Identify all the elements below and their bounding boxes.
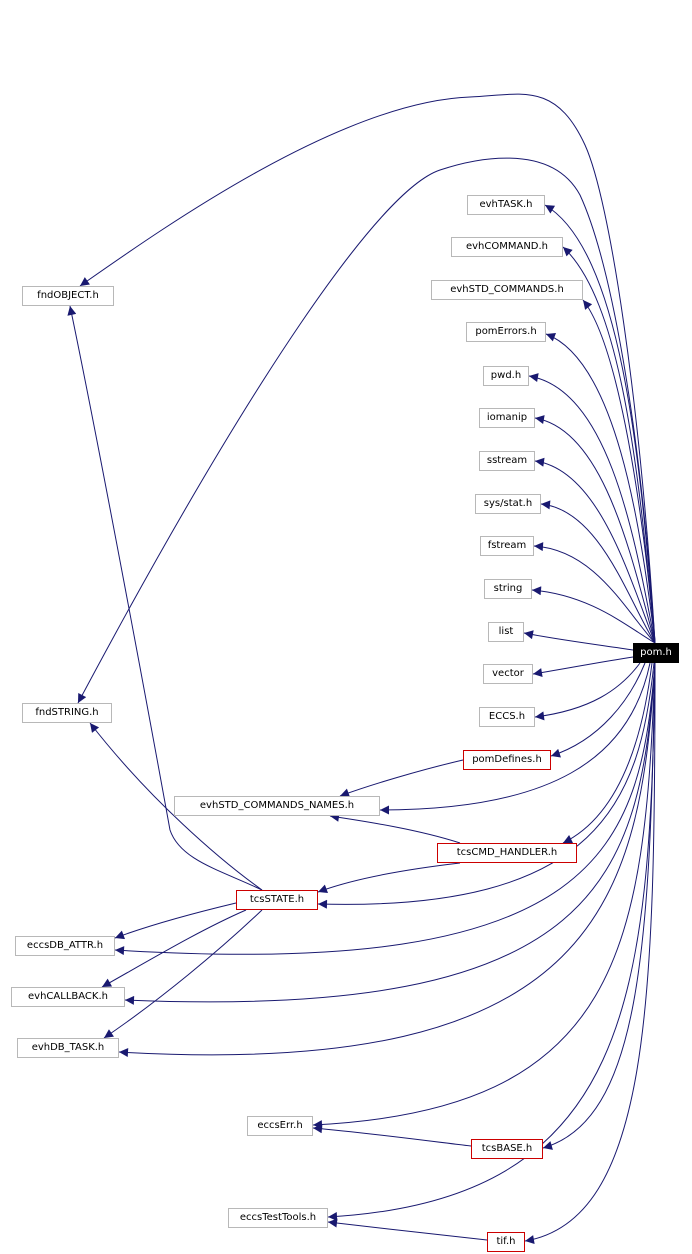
edge-pom-to-evhstd_commands_names: [379, 662, 651, 815]
edge-pom-to-pomerrors: [545, 332, 656, 644]
edge-pom-to-evhcallback: [124, 662, 656, 1005]
node-pomerrors-h[interactable]: pomErrors.h: [466, 322, 546, 342]
edge-tcsstate-to-fndstring: [89, 722, 263, 891]
node-pomdefines-h[interactable]: pomDefines.h: [463, 750, 551, 770]
edge-pom-to-evhcommand: [562, 246, 656, 644]
edge-pom-to-sysstat: [540, 500, 656, 644]
edge-pom-to-sstream: [534, 457, 656, 644]
node-list[interactable]: list: [488, 622, 524, 642]
edge-pom-to-eccsdb_attr: [114, 662, 656, 956]
node-evhstd-commands-names-h[interactable]: evhSTD_COMMANDS_NAMES.h: [174, 796, 380, 816]
node-vector[interactable]: vector: [483, 664, 533, 684]
edge-pom-to-fstream: [533, 542, 656, 644]
edge-pom-to-evhdb_task: [118, 662, 656, 1058]
edge-pom-to-pomdefines: [550, 662, 646, 758]
node-sys-stat-h[interactable]: sys/stat.h: [475, 494, 541, 514]
node-pom-h[interactable]: pom.h: [633, 643, 679, 663]
node-fstream[interactable]: fstream: [480, 536, 534, 556]
node-evhcommand-h[interactable]: evhCOMMAND.h: [451, 237, 563, 257]
edge-pom-to-evhstd_commands: [582, 299, 656, 644]
edge-tcscmd_handler-to-tcsstate: [317, 862, 461, 894]
node-eccstesttools-h[interactable]: eccsTestTools.h: [228, 1208, 328, 1228]
edge-tcsstate-to-evhcallback: [101, 909, 247, 988]
edge-pom-to-eccserr: [312, 662, 656, 1130]
edge-tcscmd_handler-to-evhstd_commands_names: [329, 812, 461, 844]
edge-tcsstate-to-fndobject: [67, 305, 263, 891]
node-evhdb-task-h[interactable]: evhDB_TASK.h: [17, 1038, 119, 1058]
node-tcsstate-h[interactable]: tcsSTATE.h: [236, 890, 318, 910]
edge-pom-to-fndstring: [77, 157, 656, 704]
edge-pom-to-iomanip: [534, 415, 656, 644]
node-tcsbase-h[interactable]: tcsBASE.h: [471, 1139, 543, 1159]
edge-pom-to-pwd: [528, 373, 656, 644]
node-eccsdb-attr-h[interactable]: eccsDB_ATTR.h: [15, 936, 115, 956]
node-string[interactable]: string: [484, 579, 532, 599]
edge-pom-to-list: [523, 630, 634, 651]
edge-pomdefines-to-evhstd_commands_names: [339, 759, 464, 798]
node-evhcallback-h[interactable]: evhCALLBACK.h: [11, 987, 125, 1007]
edge-pom-to-tcscmd_handler: [562, 662, 653, 844]
node-pwd-h[interactable]: pwd.h: [483, 366, 529, 386]
edge-pom-to-tcsstate: [317, 662, 655, 909]
node-evhtask-h[interactable]: evhTASK.h: [467, 195, 545, 215]
node-tif-h[interactable]: tif.h: [487, 1232, 525, 1252]
node-eccs-h[interactable]: ECCS.h: [479, 707, 535, 727]
edge-tcsstate-to-eccsdb_attr: [114, 902, 237, 940]
edge-pom-to-fndobject: [79, 93, 656, 644]
edge-tif-to-eccstesttools: [327, 1218, 488, 1241]
node-tcscmd-handler-h[interactable]: tcsCMD_HANDLER.h: [437, 843, 577, 863]
node-fndstring-h[interactable]: fndSTRING.h: [22, 703, 112, 723]
edge-tcsstate-to-evhdb_task: [103, 909, 263, 1039]
node-eccserr-h[interactable]: eccsErr.h: [247, 1116, 313, 1136]
node-fndobject-h[interactable]: fndOBJECT.h: [22, 286, 114, 306]
node-evhstd-commands-h[interactable]: evhSTD_COMMANDS.h: [431, 280, 583, 300]
edge-tcsbase-to-eccserr: [312, 1124, 472, 1147]
edge-pom-to-vector: [532, 656, 634, 678]
node-sstream[interactable]: sstream: [479, 451, 535, 471]
edge-pom-to-eccstesttools: [327, 662, 656, 1221]
node-iomanip[interactable]: iomanip: [479, 408, 535, 428]
edge-pom-to-string: [531, 586, 656, 644]
edge-pom-to-tif: [524, 662, 656, 1244]
edge-pom-to-eccs: [534, 662, 641, 721]
